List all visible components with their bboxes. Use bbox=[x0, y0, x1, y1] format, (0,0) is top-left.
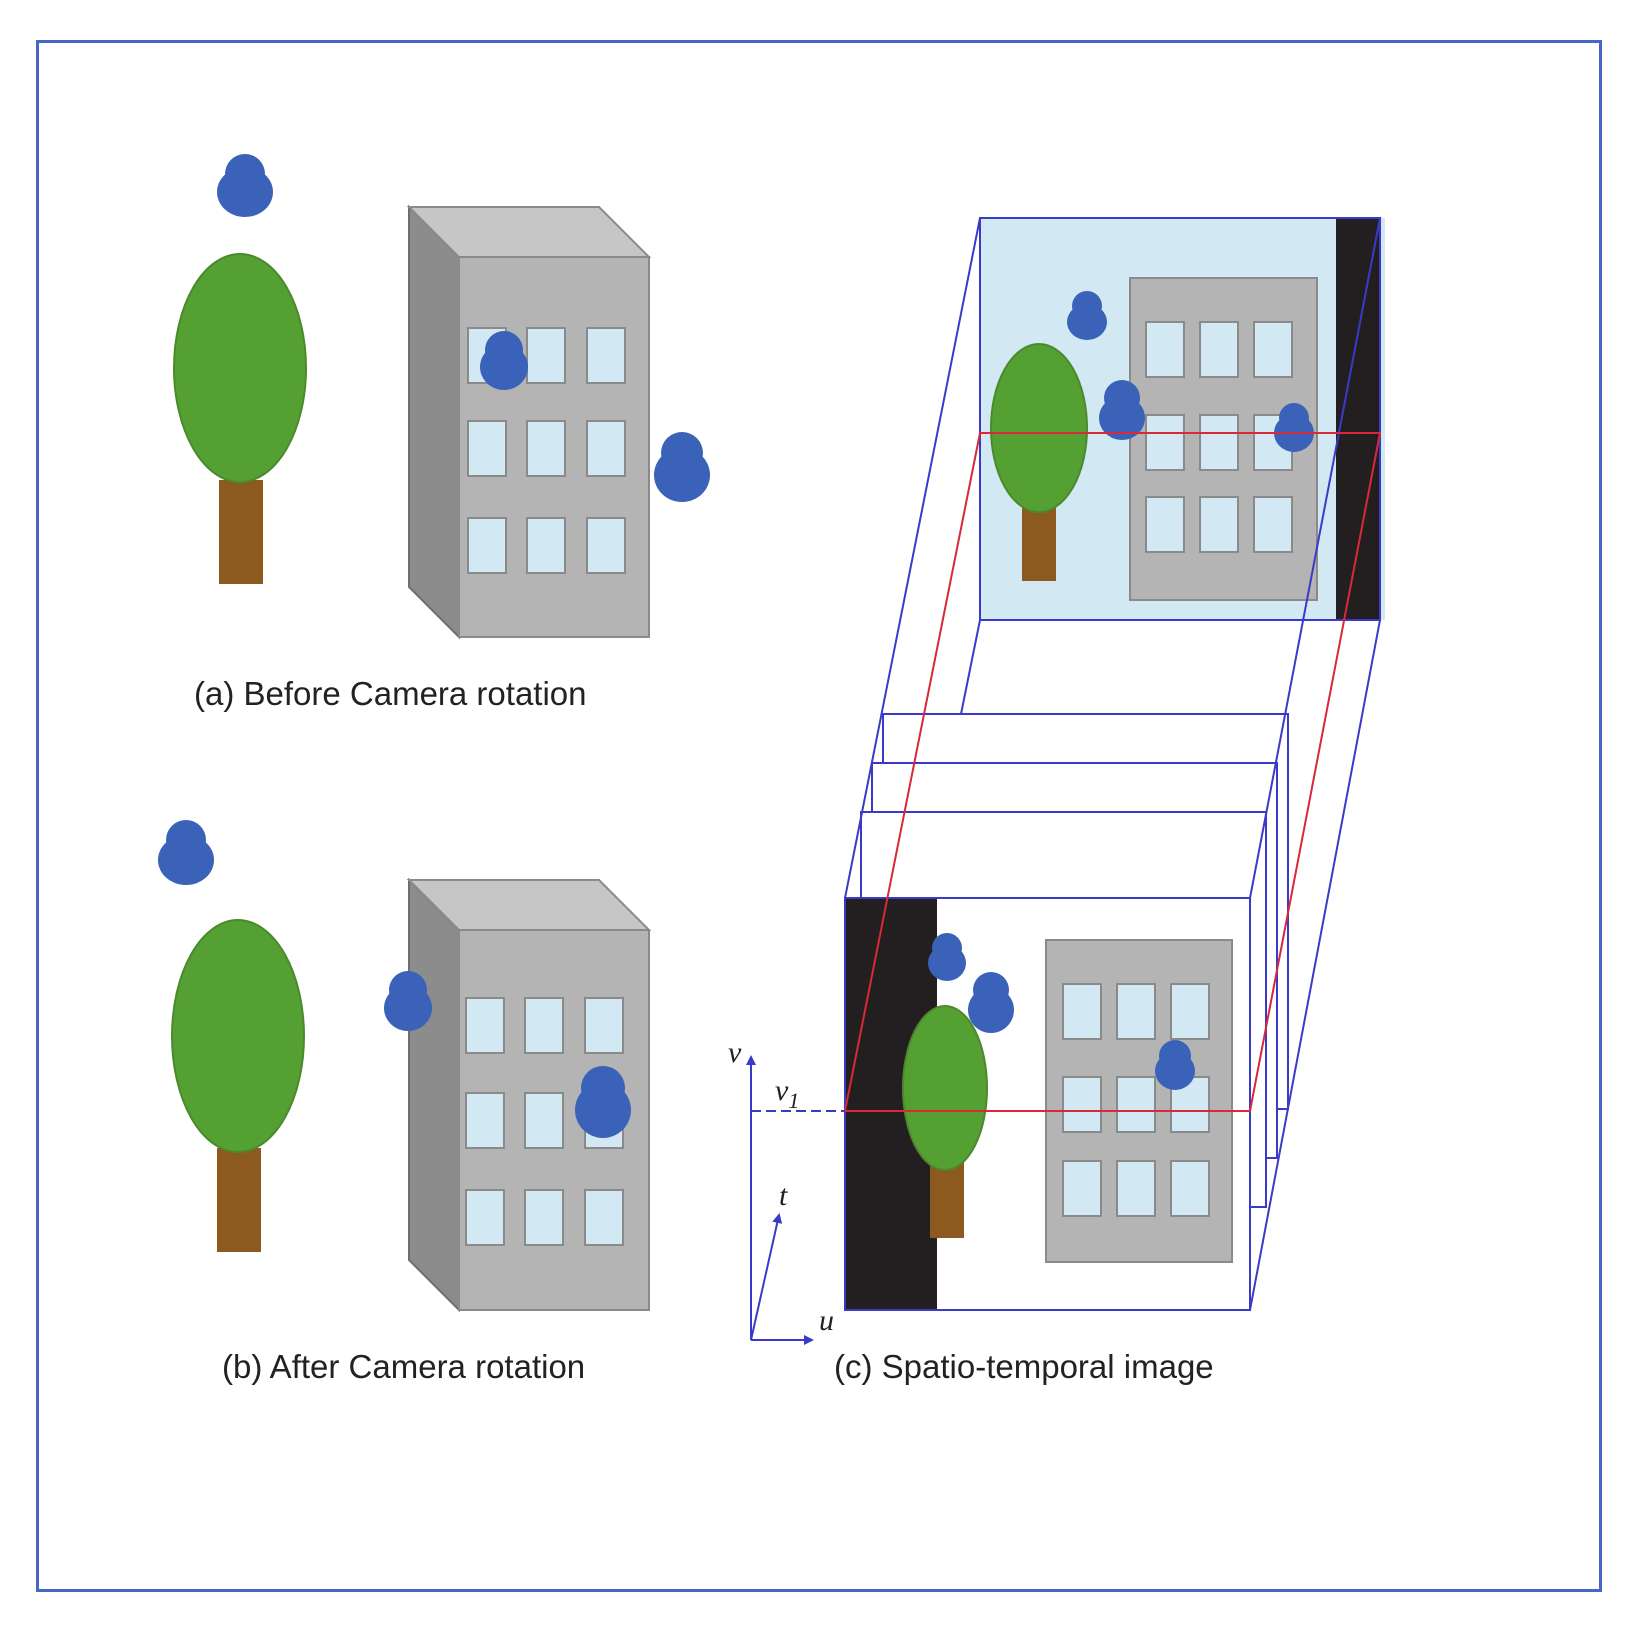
spatio-temporal-volume: v v1 t u (c) Spatio-temporal image bbox=[728, 217, 1385, 1385]
person-icon bbox=[1099, 380, 1145, 440]
person-icon bbox=[968, 972, 1014, 1033]
u-axis-label: u bbox=[819, 1304, 834, 1337]
person-icon bbox=[158, 820, 214, 885]
tree bbox=[171, 919, 305, 1252]
scene-after-rotation: (b) After Camera rotation bbox=[158, 820, 652, 1385]
caption-c: (c) Spatio-temporal image bbox=[834, 1348, 1214, 1385]
coordinate-axes bbox=[746, 1055, 845, 1345]
front-frame-windows bbox=[1062, 983, 1210, 1217]
person-markers bbox=[1067, 291, 1314, 452]
t-axis-label: t bbox=[779, 1179, 788, 1212]
person-icon bbox=[1155, 1040, 1195, 1090]
caption-a: (a) Before Camera rotation bbox=[194, 675, 587, 712]
building bbox=[406, 204, 652, 640]
person-icon bbox=[928, 933, 966, 981]
back-frame-windows bbox=[1145, 321, 1293, 553]
tree bbox=[990, 343, 1088, 581]
person-icon bbox=[384, 971, 432, 1031]
tree bbox=[173, 253, 307, 584]
t-axis bbox=[750, 1213, 783, 1341]
front-frame bbox=[844, 897, 1251, 1311]
v1-label: v1 bbox=[775, 1074, 799, 1113]
volume-edges bbox=[844, 217, 1381, 1311]
tree bbox=[902, 1005, 988, 1238]
person-markers bbox=[928, 933, 1195, 1090]
v-axis-label: v bbox=[728, 1036, 742, 1069]
person-icon bbox=[217, 154, 273, 217]
person-icon bbox=[480, 331, 528, 390]
person-icon bbox=[575, 1066, 631, 1138]
person-markers bbox=[158, 820, 631, 1138]
caption-b: (b) After Camera rotation bbox=[222, 1348, 585, 1385]
slice-plane-v1 bbox=[843, 432, 1382, 1112]
person-markers bbox=[217, 154, 710, 502]
person-icon bbox=[1067, 291, 1107, 340]
person-icon bbox=[654, 432, 710, 502]
back-frame bbox=[979, 217, 1385, 621]
scene-before-rotation: (a) Before Camera rotation bbox=[173, 154, 710, 712]
